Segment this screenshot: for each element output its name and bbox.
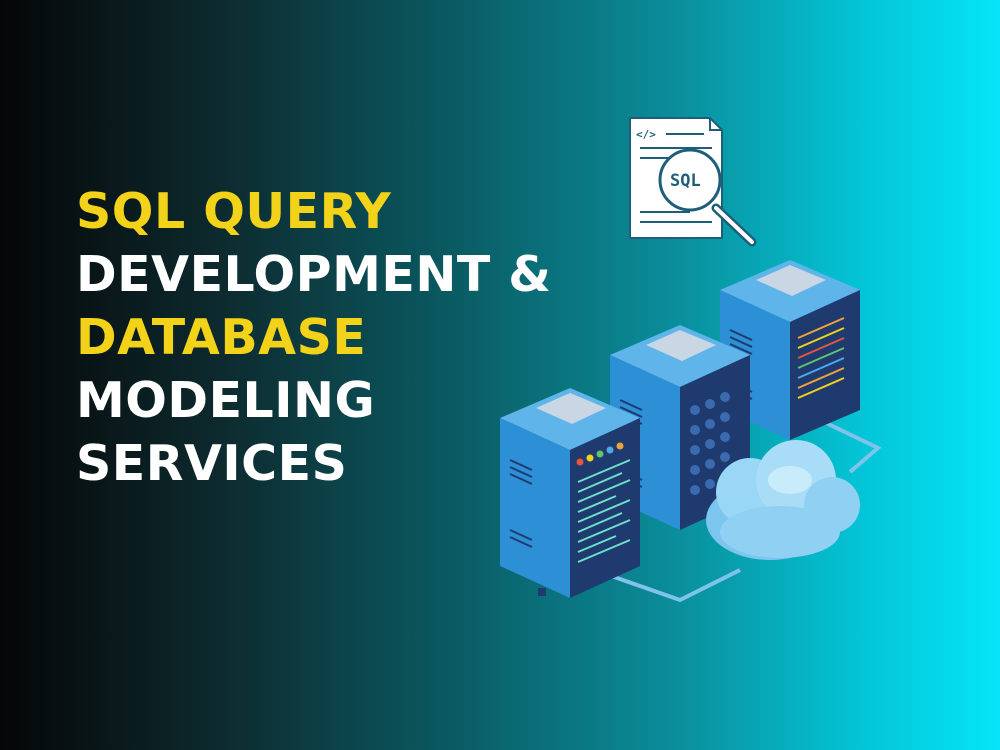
- status-lights: [576, 442, 624, 466]
- headline-line-3: DATABASE: [76, 309, 367, 366]
- code-tag: </>: [636, 128, 656, 141]
- cloud-icon: [706, 440, 860, 560]
- headline-line-4: MODELING: [76, 372, 376, 429]
- server-illustration: </> SQL: [500, 117, 882, 603]
- headline-line-1: SQL QUERY: [76, 183, 392, 240]
- sql-text: SQL: [670, 171, 701, 191]
- headline: SQL QUERY DEVELOPMENT & DATABASE MODELIN…: [76, 180, 552, 495]
- sql-document-icon: </> SQL: [629, 117, 757, 247]
- headline-line-2: DEVELOPMENT &: [76, 246, 552, 303]
- server-rack-icon: [500, 388, 640, 598]
- magnifier-icon: SQL: [658, 148, 757, 247]
- headline-line-5: SERVICES: [76, 435, 348, 492]
